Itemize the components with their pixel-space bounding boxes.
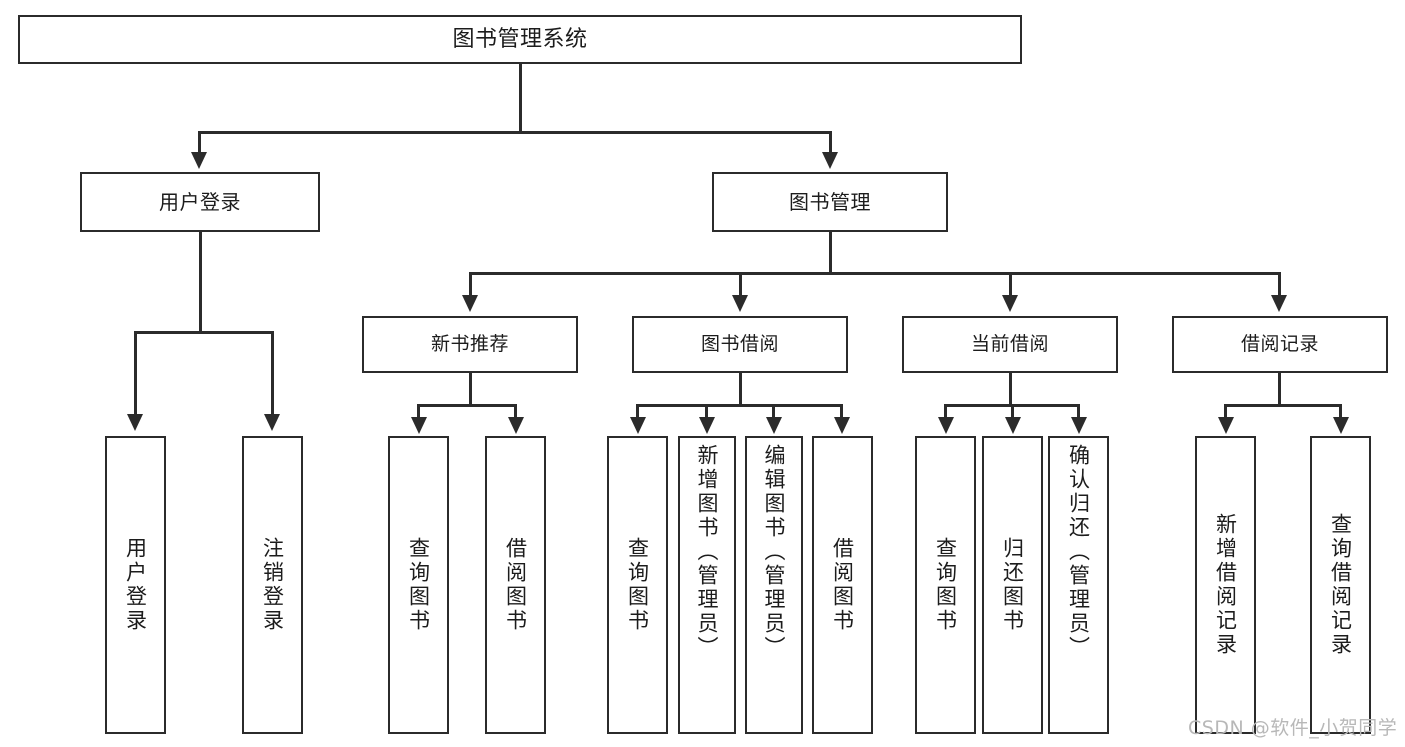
node-label: 借阅图书: [503, 537, 528, 633]
arrow-to-borrow-record: [1271, 295, 1287, 312]
node-label: 确认归还（管理员）: [1066, 444, 1091, 660]
edge-user-login-bus: [134, 331, 272, 334]
edge-new-book-rec-leaf1: [417, 404, 420, 419]
leaf-borrow-book: 借阅图书: [812, 436, 873, 734]
leaf-query-borrow-record: 查询借阅记录: [1310, 436, 1371, 734]
edge-to-book-mgmt: [829, 131, 832, 155]
edge-new-book-rec-down: [469, 373, 472, 406]
leaf-borrow-book-rec: 借阅图书: [485, 436, 546, 734]
leaf-add-book-admin: 新增图书（管理员）: [678, 436, 736, 734]
edge-current-borrow-leaf1: [944, 404, 947, 419]
edge-to-book-borrow: [739, 272, 742, 298]
edge-book-borrow-leaf1: [636, 404, 639, 419]
leaf-query-book-rec: 查询图书: [388, 436, 449, 734]
edge-to-borrow-record: [1278, 272, 1281, 298]
node-label: 图书借阅: [700, 332, 779, 355]
leaf-return-book: 归还图书: [982, 436, 1043, 734]
node-label: 新书推荐: [430, 332, 509, 355]
edge-borrow-record-bus: [1224, 404, 1341, 407]
edge-current-borrow-leaf2: [1011, 404, 1014, 419]
arrow-to-new-book-rec: [462, 295, 478, 312]
edge-to-user-login: [198, 131, 201, 155]
leaf-query-book: 查询图书: [607, 436, 668, 734]
node-label: 用户登录: [123, 537, 148, 633]
arrow-book-borrow-leaf2: [699, 417, 715, 434]
leaf-user-login: 用户登录: [105, 436, 166, 734]
node-borrow-record: 借阅记录: [1172, 316, 1388, 373]
leaf-confirm-return-admin: 确认归还（管理员）: [1048, 436, 1109, 734]
node-label: 查询图书: [406, 537, 431, 633]
edge-current-borrow-leaf3: [1077, 404, 1080, 419]
node-label: 图书管理系统: [452, 26, 588, 52]
arrow-book-borrow-leaf4: [834, 417, 850, 434]
leaf-edit-book-admin: 编辑图书（管理员）: [745, 436, 803, 734]
arrow-current-borrow-leaf3: [1071, 417, 1087, 434]
edge-root-bus: [198, 131, 832, 134]
node-user-login: 用户登录: [80, 172, 320, 232]
edge-borrow-record-leaf1: [1224, 404, 1227, 419]
leaf-logout: 注销登录: [242, 436, 303, 734]
node-label: 借阅记录: [1240, 332, 1319, 355]
edge-root-down: [519, 64, 522, 133]
csdn-watermark: CSDN @软件_小贺同学: [1188, 717, 1398, 739]
edge-book-borrow-bus: [636, 404, 842, 407]
edge-book-borrow-down: [739, 373, 742, 406]
arrow-to-book-mgmt: [822, 152, 838, 169]
node-book-borrow: 图书借阅: [632, 316, 848, 373]
node-label: 借阅图书: [830, 537, 855, 633]
arrow-borrow-record-leaf2: [1333, 417, 1349, 434]
edge-borrow-record-leaf2: [1339, 404, 1342, 419]
leaf-add-borrow-record: 新增借阅记录: [1195, 436, 1256, 734]
node-label: 归还图书: [1000, 537, 1025, 633]
arrow-current-borrow-leaf2: [1005, 417, 1021, 434]
edge-current-borrow-down: [1009, 373, 1012, 406]
node-root-system: 图书管理系统: [18, 15, 1022, 64]
arrow-book-borrow-leaf1: [630, 417, 646, 434]
node-new-book-recommend: 新书推荐: [362, 316, 578, 373]
arrow-current-borrow-leaf1: [938, 417, 954, 434]
node-label: 新增图书（管理员）: [695, 444, 720, 660]
edge-book-borrow-leaf2: [705, 404, 708, 419]
arrow-book-borrow-leaf3: [766, 417, 782, 434]
leaf-query-book-current: 查询图书: [915, 436, 976, 734]
edge-user-login-leaf1: [134, 331, 137, 417]
edge-new-book-rec-leaf2: [514, 404, 517, 419]
node-label: 编辑图书（管理员）: [762, 444, 787, 660]
edge-book-mgmt-bus: [469, 272, 1280, 275]
edge-user-login-leaf2: [271, 331, 274, 417]
arrow-new-book-rec-leaf2: [508, 417, 524, 434]
edge-borrow-record-down: [1278, 373, 1281, 406]
edge-book-borrow-leaf4: [840, 404, 843, 419]
edge-to-current-borrow: [1009, 272, 1012, 298]
arrow-user-login-leaf1: [127, 414, 143, 431]
edge-book-mgmt-down: [829, 232, 832, 274]
arrow-to-current-borrow: [1002, 295, 1018, 312]
edge-to-new-book-rec: [469, 272, 472, 298]
node-label: 图书管理: [789, 189, 871, 214]
edge-new-book-rec-bus: [417, 404, 516, 407]
node-label: 当前借阅: [970, 332, 1049, 355]
edge-book-borrow-leaf3: [772, 404, 775, 419]
arrow-to-user-login: [191, 152, 207, 169]
arrow-borrow-record-leaf1: [1218, 417, 1234, 434]
arrow-new-book-rec-leaf1: [411, 417, 427, 434]
node-current-borrow: 当前借阅: [902, 316, 1118, 373]
node-label: 查询图书: [933, 537, 958, 633]
node-label: 查询图书: [625, 537, 650, 633]
arrow-to-book-borrow: [732, 295, 748, 312]
edge-user-login-down: [199, 232, 202, 333]
node-label: 注销登录: [260, 537, 285, 633]
arrow-user-login-leaf2: [264, 414, 280, 431]
node-label: 新增借阅记录: [1213, 513, 1238, 657]
node-book-management: 图书管理: [712, 172, 948, 232]
node-label: 用户登录: [159, 189, 241, 214]
node-label: 查询借阅记录: [1328, 513, 1353, 657]
